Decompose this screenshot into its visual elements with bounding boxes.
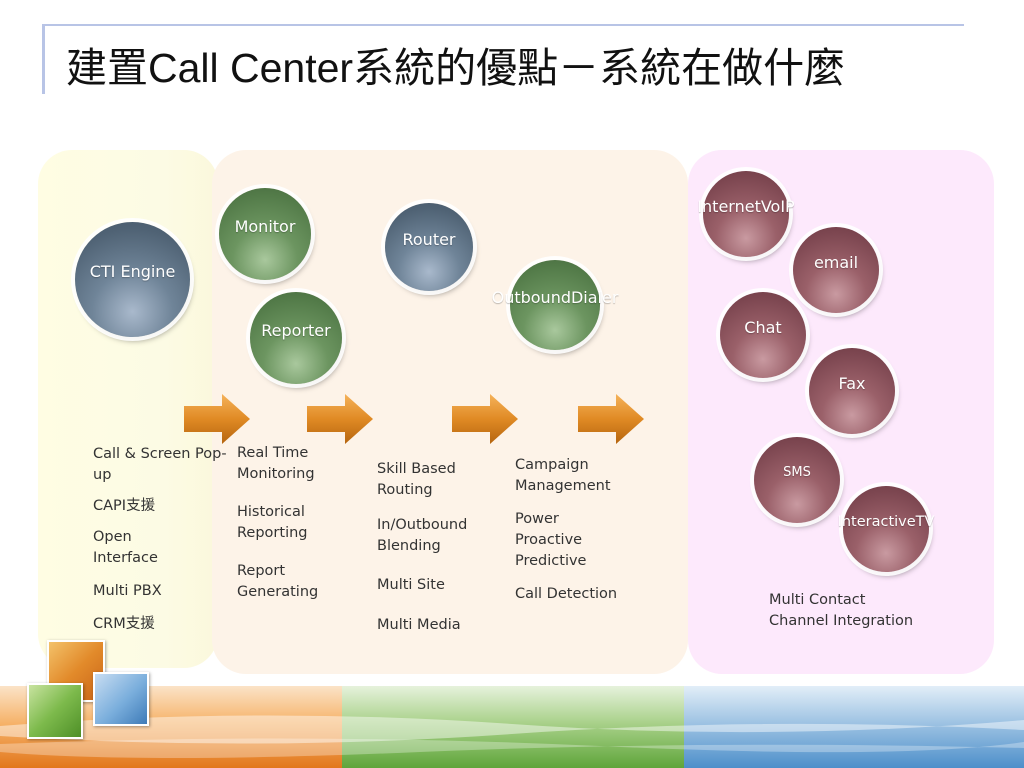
channel-feature-list: Multi Contact Channel Integration bbox=[769, 590, 939, 632]
outbound-dialer-label-1: Outbound bbox=[491, 287, 571, 307]
flow-arrow-2-icon bbox=[307, 394, 373, 444]
reporter-sphere: Reporter bbox=[250, 292, 342, 384]
flow-arrow-4-icon bbox=[578, 394, 644, 444]
cti-engine-label: CTI Engine bbox=[89, 262, 176, 282]
internet-voip-sphere: Internet VoIP bbox=[697, 171, 795, 257]
dialer-feature-item: Power bbox=[515, 511, 559, 527]
monitor-label: Monitor bbox=[234, 216, 296, 236]
flow-arrow-1-icon bbox=[184, 394, 250, 444]
internet-voip-label-1: Internet bbox=[697, 196, 761, 216]
email-sphere: email bbox=[793, 227, 879, 313]
router-label: Router bbox=[402, 229, 456, 249]
cti-engine-sphere: CTI Engine bbox=[75, 222, 190, 337]
cti-feature-list: Call & Screen Pop-up CAPI支援 Open Interfa… bbox=[93, 444, 243, 635]
cti-feature-item: Multi PBX bbox=[93, 583, 162, 599]
decorative-footer-band bbox=[0, 686, 1024, 768]
channel-feature-item: Multi Contact bbox=[769, 592, 866, 608]
dialer-feature-item: Proactive bbox=[515, 532, 583, 548]
dialer-feature-item: Campaign Management bbox=[515, 457, 611, 494]
title-part-3: 系統的優點－系統在做什麼 bbox=[353, 44, 846, 92]
email-label: email bbox=[813, 252, 859, 272]
chat-sphere: Chat bbox=[720, 292, 806, 378]
sms-sphere: SMS bbox=[754, 437, 840, 523]
dialer-feature-item: Call Detection bbox=[515, 586, 618, 602]
chat-label: Chat bbox=[744, 317, 782, 337]
internet-voip-label-2: VoIP bbox=[760, 196, 795, 216]
routing-feature-list: Skill Based Routing In/Outbound Blending… bbox=[377, 459, 487, 636]
fax-sphere: Fax bbox=[809, 348, 895, 434]
monitoring-feature-item: Report Generating bbox=[237, 563, 319, 600]
routing-feature-item: Skill Based Routing bbox=[377, 461, 456, 498]
reporter-label: Reporter bbox=[261, 320, 331, 340]
title-part-1: 建置 bbox=[66, 44, 148, 92]
dialer-feature-item: Predictive bbox=[515, 553, 587, 569]
photo-tile-blue bbox=[93, 672, 149, 726]
monitoring-feature-item: Historical Reporting bbox=[237, 504, 308, 541]
title-left-rule bbox=[42, 24, 45, 94]
monitoring-feature-list: Real Time Monitoring Historical Reportin… bbox=[237, 443, 337, 603]
interactive-tv-sphere: Interactive TV bbox=[838, 486, 934, 572]
cti-feature-item: CAPI支援 bbox=[93, 498, 156, 514]
interactive-tv-label-1: Interactive bbox=[837, 513, 916, 530]
interactive-tv-label-2: TV bbox=[915, 513, 935, 530]
channel-feature-item: Channel Integration bbox=[769, 613, 914, 629]
cti-feature-item: Open Interface bbox=[93, 529, 158, 566]
sms-label: SMS bbox=[783, 464, 811, 480]
routing-feature-item: Multi Media bbox=[377, 617, 461, 633]
title-part-2: Call Center bbox=[148, 45, 354, 91]
slide-title: 建置Call Center系統的優點－系統在做什麼 bbox=[66, 40, 845, 96]
router-sphere: Router bbox=[385, 203, 473, 291]
outbound-dialer-sphere: Outbound Dialer bbox=[492, 260, 618, 350]
monitoring-feature-item: Real Time Monitoring bbox=[237, 445, 315, 482]
routing-feature-item: Multi Site bbox=[377, 577, 445, 593]
photo-tile-green bbox=[27, 683, 83, 739]
monitor-sphere: Monitor bbox=[219, 188, 311, 280]
title-top-rule bbox=[44, 24, 964, 26]
outbound-dialer-label-2: Dialer bbox=[570, 287, 619, 307]
flow-arrow-3-icon bbox=[452, 394, 518, 444]
cti-feature-item: Call & Screen Pop-up bbox=[93, 446, 227, 483]
dialer-feature-list: Campaign Management Power Proactive Pred… bbox=[515, 455, 635, 605]
cti-feature-item: CRM支援 bbox=[93, 616, 155, 632]
fax-label: Fax bbox=[838, 373, 866, 393]
routing-feature-item: In/Outbound Blending bbox=[377, 517, 468, 554]
